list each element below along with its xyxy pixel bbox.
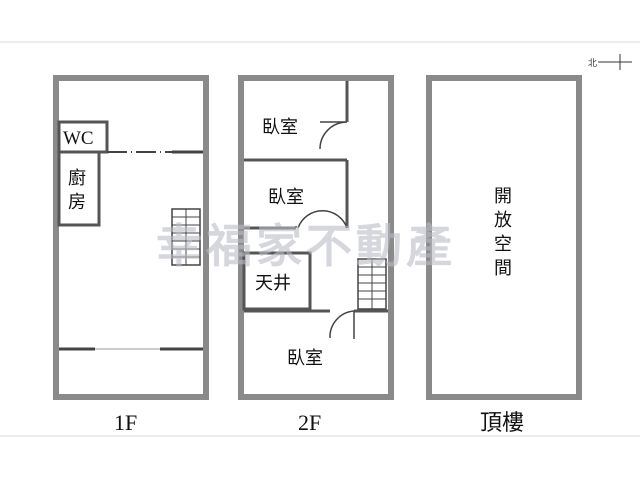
bedroom-middle-label: 臥室 [268,187,304,208]
1f-staircase [171,208,201,266]
north-compass: 北 [588,54,632,70]
2f-door-bottom [329,310,355,339]
open-space-char-4: 間 [494,258,512,279]
wc-label: WC [63,128,94,149]
2f-door-middle [295,209,348,229]
open-space-char-3: 空 [494,234,512,255]
watermark-text: 幸福家不動產 [156,219,456,273]
open-space-char-1: 開 [494,186,512,207]
kitchen-label-2: 房 [68,192,86,213]
bedroom-bottom-label: 臥室 [287,348,323,369]
floor-roof-label: 頂樓 [480,410,524,435]
skylight-label: 天井 [255,273,291,294]
compass-north-label: 北 [588,58,597,69]
floor-2f-label: 2F [298,410,321,435]
floor-2f: 天井 臥室 臥室 臥室 2F [238,75,394,435]
kitchen-room [57,150,101,227]
kitchen-label-1: 廚 [68,167,86,189]
floor-roof-outer-wall [426,75,582,400]
2f-door-top [319,121,348,150]
open-space-char-2: 放 [494,210,512,231]
floor-1f-label: 1F [114,410,137,435]
skylight-area [242,251,312,311]
2f-staircase [357,258,387,310]
floor-1f-outer-wall [53,75,209,400]
floor-roof: 開 放 空 間 頂樓 [426,75,582,435]
bedroom-top-label: 臥室 [262,117,298,138]
floor-2f-outer-wall [238,75,394,400]
floor-1f: WC 廚 房 1F [53,75,209,435]
